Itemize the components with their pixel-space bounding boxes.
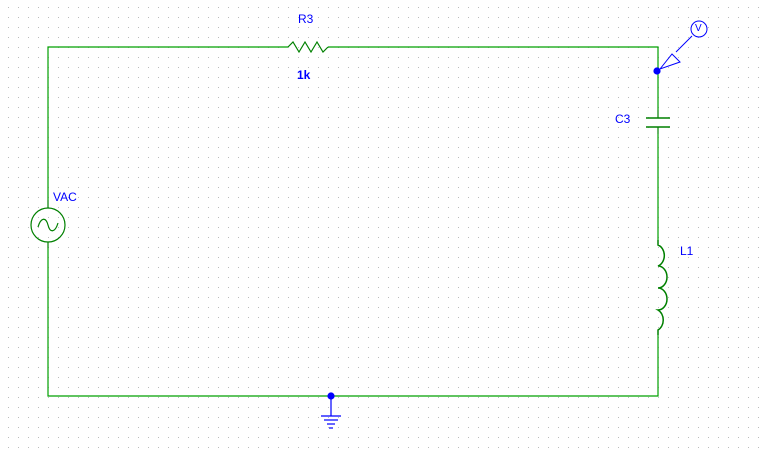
resistor-r3[interactable] bbox=[287, 40, 329, 54]
wire-top-left[interactable] bbox=[47, 46, 288, 200]
resistor-value-label: 1k bbox=[297, 68, 311, 82]
junction-node-ground[interactable] bbox=[327, 392, 335, 400]
ground-symbol[interactable] bbox=[321, 396, 341, 429]
ac-source-vac[interactable] bbox=[30, 200, 66, 248]
inductor-ref-label: L1 bbox=[680, 244, 694, 258]
junction-node-probe[interactable] bbox=[653, 67, 661, 75]
wires[interactable] bbox=[47, 46, 659, 397]
capacitor-ref-label: C3 bbox=[615, 112, 631, 126]
grid-dots bbox=[8, 7, 759, 448]
voltage-probe-marker[interactable] bbox=[658, 20, 708, 71]
wire-top-right[interactable] bbox=[328, 46, 659, 110]
resistor-ref-label: R3 bbox=[298, 12, 314, 26]
source-ref-label: VAC bbox=[53, 190, 77, 204]
probe-label: V bbox=[695, 23, 702, 34]
inductor-l1[interactable] bbox=[655, 240, 668, 335]
capacitor-c3[interactable] bbox=[646, 110, 670, 134]
wire-bottom[interactable] bbox=[47, 248, 659, 397]
